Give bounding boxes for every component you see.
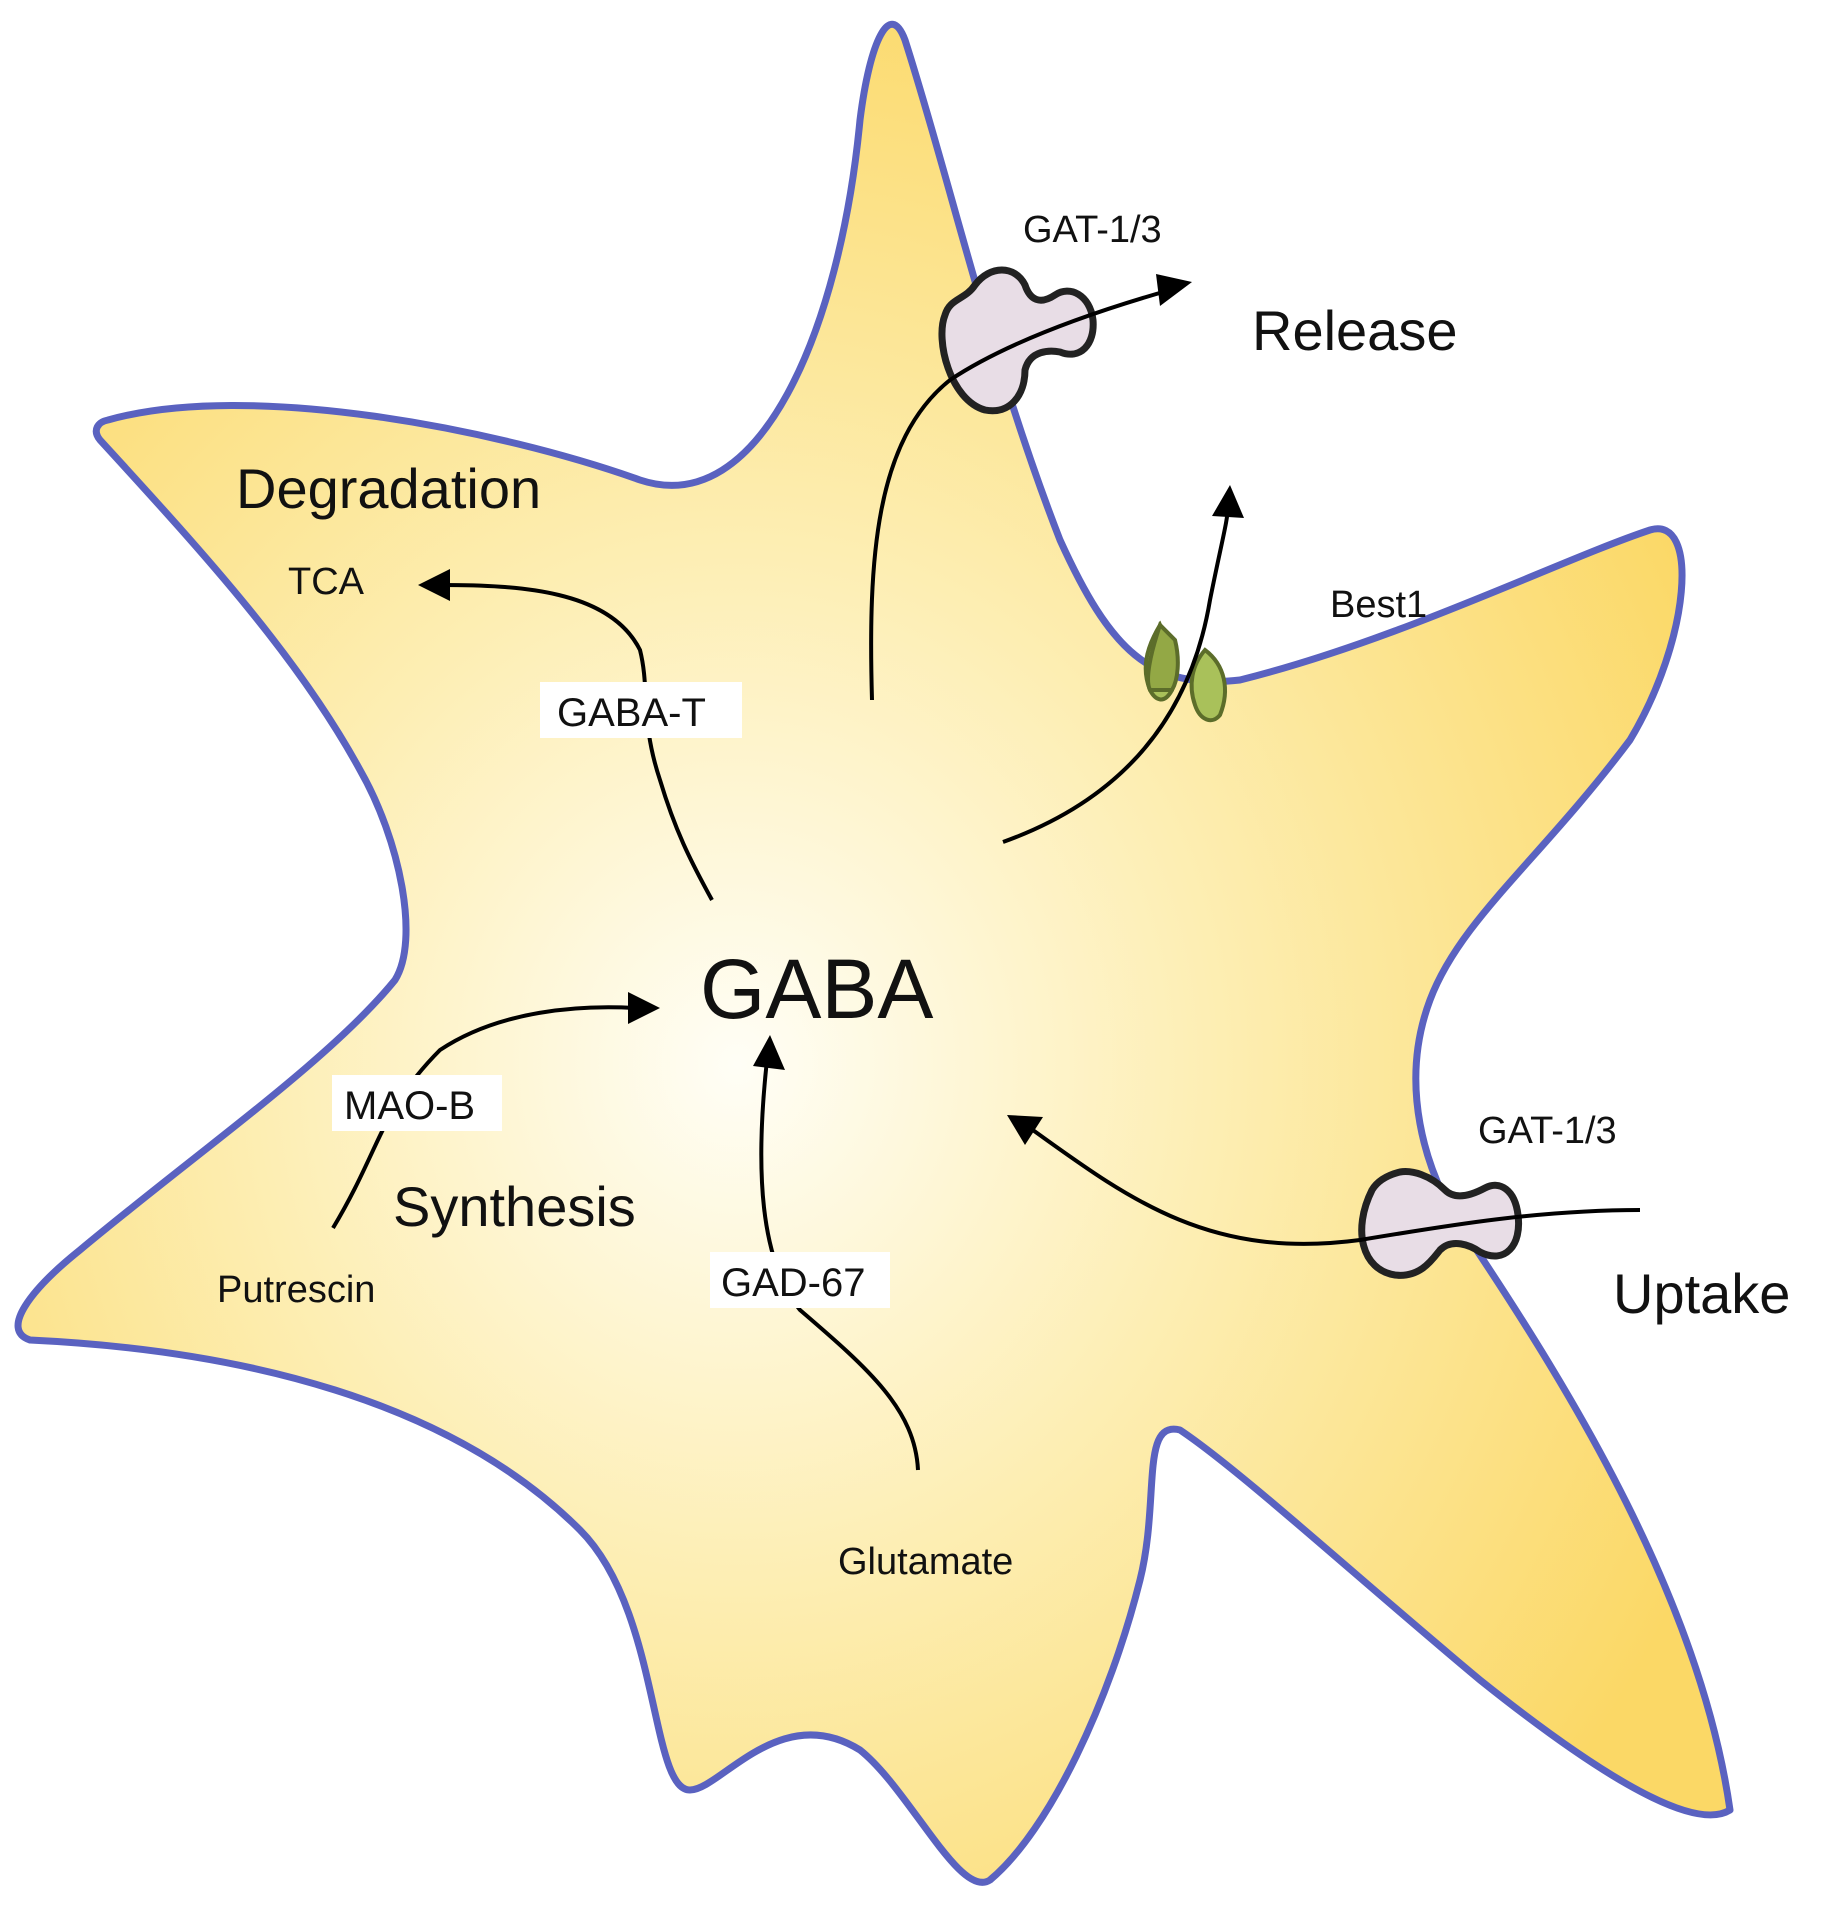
- gat-top-label: GAT-1/3: [1023, 209, 1162, 251]
- best1-label: Best1: [1330, 584, 1427, 626]
- release-gat-arrow: [869, 288, 1171, 701]
- gad-67-box: [710, 1252, 890, 1308]
- uptake-label: Uptake: [1613, 1262, 1790, 1325]
- tca-label: TCA: [288, 561, 365, 603]
- gat-right-label: GAT-1/3: [1478, 1110, 1617, 1152]
- putrescin-arrow: [331, 1005, 636, 1230]
- glutamate-arrow: [759, 1059, 920, 1471]
- arrows: [331, 274, 1641, 1471]
- release-best1-arrow: [1002, 504, 1230, 844]
- glutamate-label: Glutamate: [838, 1541, 1013, 1583]
- uptake-arrowhead: [1007, 1115, 1043, 1145]
- mao-b-label: MAO-B: [344, 1084, 475, 1128]
- release-gat-arrowhead: [1156, 274, 1192, 306]
- glutamate-arrowhead: [753, 1035, 785, 1070]
- uptake-arrow: [1028, 1126, 1641, 1246]
- gat-transporter-top: [938, 266, 1097, 415]
- degradation-label: Degradation: [236, 457, 541, 520]
- gaba-t-box: [540, 682, 742, 738]
- gad-67-label: GAD-67: [721, 1261, 866, 1305]
- putrescin-label: Putrescin: [217, 1269, 375, 1311]
- gat-transporter-right: [1358, 1168, 1523, 1279]
- best1-channel: [1143, 620, 1227, 723]
- astrocyte-cell-body: [14, 21, 1734, 1886]
- mao-b-box: [332, 1075, 502, 1131]
- synthesis-label: Synthesis: [393, 1175, 636, 1238]
- release-label: Release: [1252, 299, 1457, 362]
- release-best1-arrowhead: [1212, 485, 1244, 518]
- gaba-t-label: GABA-T: [557, 691, 706, 735]
- degradation-arrowhead: [418, 569, 450, 601]
- gaba-label: GABA: [700, 942, 933, 1036]
- putrescin-arrowhead: [628, 992, 660, 1024]
